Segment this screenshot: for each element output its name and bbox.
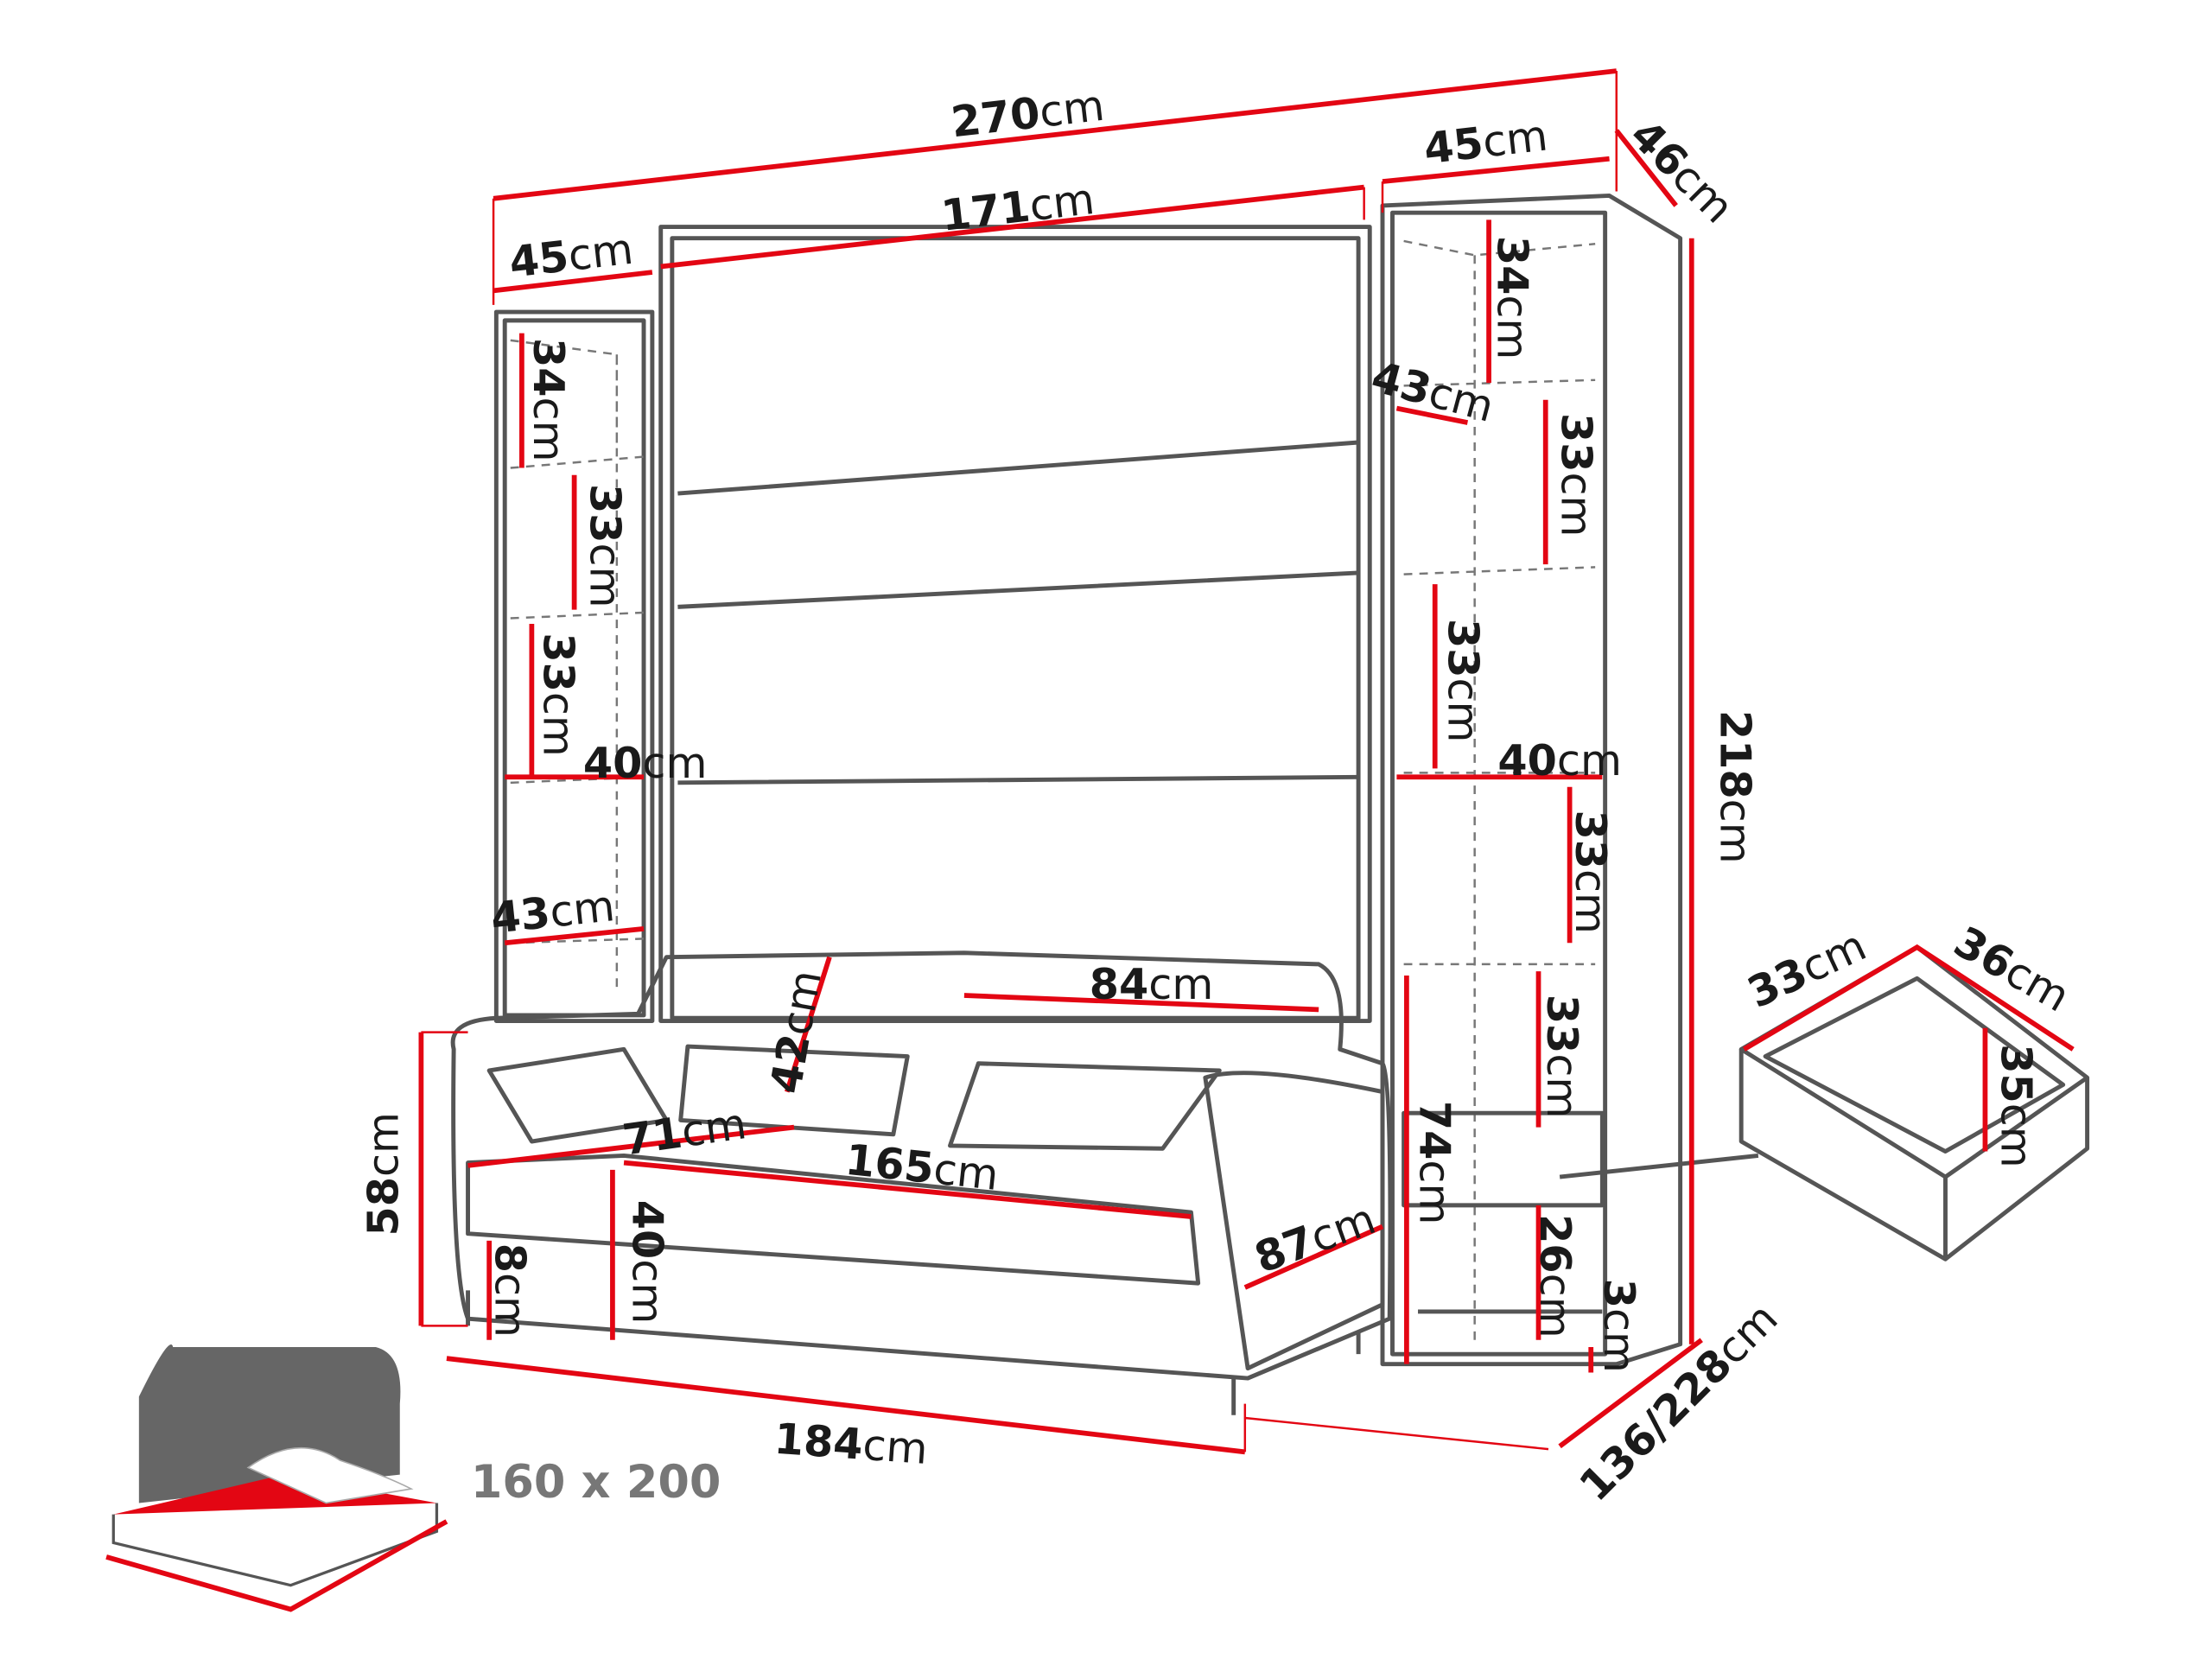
dimension-label-sofa-seat-width: 165cm xyxy=(843,1134,1001,1199)
dimension-label-total-width: 270cm xyxy=(949,79,1107,147)
dimension-value: 34 xyxy=(524,338,574,397)
dimension-value: 33 xyxy=(1538,995,1588,1054)
dimension-value: 33 xyxy=(581,484,631,543)
dimension-label-left-inner-width: 40cm xyxy=(583,738,708,788)
dimension-value: 43 xyxy=(488,887,552,943)
dimension-unit: cm xyxy=(931,1143,1001,1200)
right-cabinet xyxy=(1380,194,1759,1367)
dimension-unit: cm xyxy=(524,397,574,462)
sofa xyxy=(450,950,1393,1415)
dimension-unit: cm xyxy=(1594,1308,1644,1373)
dimension-label-left-shelf-3: 33cm xyxy=(534,632,584,757)
dimension-unit: cm xyxy=(1027,174,1096,231)
dimension-label-right-shelf-3: 33cm xyxy=(1439,619,1489,743)
dimension-value: 218 xyxy=(1711,710,1761,799)
dimension-label-right-cabinet-width: 45cm xyxy=(1421,110,1550,174)
dimension-unit: cm xyxy=(1530,1274,1580,1338)
dimension-label-plinth: 3cm xyxy=(1594,1279,1644,1373)
dimension-value: 84 xyxy=(1090,959,1149,1009)
dimension-unit: cm xyxy=(565,223,635,280)
dimension-label-bed-width: 171cm xyxy=(938,174,1096,241)
dimension-label-right-shelf-2: 33cm xyxy=(1552,413,1602,537)
dimension-value: 26 xyxy=(1530,1214,1580,1274)
mattress-size-label: 160 x 200 xyxy=(471,1456,721,1509)
dimension-unit: cm xyxy=(1711,799,1761,864)
dimension-unit: cm xyxy=(1148,959,1213,1009)
dimension-label-right-bottom-shelf: 26cm xyxy=(1530,1214,1580,1338)
dimension-value: 171 xyxy=(938,181,1033,240)
dimension-value: 71 xyxy=(620,1107,685,1165)
dimension-label-left-cabinet-width: 45cm xyxy=(506,223,635,287)
dimension-unit: cm xyxy=(623,1259,673,1324)
dimension-value: 33 xyxy=(1566,810,1616,869)
dimension-value: 35 xyxy=(1992,1044,2042,1103)
dimension-label-left-inner-depth: 43cm xyxy=(488,880,617,944)
dimension-unit: cm xyxy=(1037,79,1107,137)
dimension-value: 33 xyxy=(1439,619,1489,678)
dimension-unit: cm xyxy=(770,966,830,1039)
dimension-value: 34 xyxy=(1488,236,1538,296)
dimension-value: 42 xyxy=(760,1030,819,1097)
dimension-value: 33 xyxy=(534,632,584,692)
dimension-unit: cm xyxy=(1410,1160,1460,1224)
dimension-unit: cm xyxy=(678,1098,749,1157)
dimension-value: 45 xyxy=(1421,117,1486,173)
dimension-unit: cm xyxy=(1566,869,1616,934)
dimension-lines xyxy=(418,68,2075,1455)
dimension-unit: cm xyxy=(1538,1053,1588,1118)
dimension-value: 74 xyxy=(1410,1101,1460,1160)
dimension-value: 40 xyxy=(1497,734,1557,785)
dimension-value: 8 xyxy=(486,1243,536,1273)
dimension-label-sofa-back-height: 42cm xyxy=(760,966,830,1096)
dimension-value: 165 xyxy=(843,1134,937,1192)
dimension-unit: cm xyxy=(1557,734,1622,785)
dimension-label-total-height: 218cm xyxy=(1711,710,1761,864)
mattress-icon xyxy=(105,1344,448,1612)
dimension-label-drawer-width: 33cm xyxy=(1740,919,1874,1017)
dimension-label-sofa-width: 184cm xyxy=(772,1413,929,1473)
dimension-unit: cm xyxy=(1488,295,1538,359)
dimension-unit: cm xyxy=(547,880,617,938)
dimension-unit: cm xyxy=(1480,110,1550,167)
dimension-value: 3 xyxy=(1594,1279,1644,1308)
dimension-label-left-shelf-1: 34cm xyxy=(524,338,574,462)
dimension-label-right-shelf-4: 33cm xyxy=(1566,810,1616,934)
dimension-label-right-shelf-1: 34cm xyxy=(1488,236,1538,360)
dimension-label-drawer-depth: 36cm xyxy=(1946,916,2078,1021)
dimension-label-sofa-cushion-width: 84cm xyxy=(1090,959,1214,1009)
dimension-label-right-inner-width: 40cm xyxy=(1497,734,1622,785)
dimension-unit: cm xyxy=(642,738,707,788)
dimension-value: 33 xyxy=(1552,413,1602,473)
dimension-value: 40 xyxy=(583,738,643,788)
dimension-unit: cm xyxy=(534,692,584,757)
dimension-value: 184 xyxy=(772,1413,865,1469)
dimension-label-sofa-depth: 87cm xyxy=(1248,1193,1382,1283)
dimension-value: 45 xyxy=(506,231,571,287)
dimension-unit: cm xyxy=(358,1112,408,1177)
dimension-label-left-shelf-2: 33cm xyxy=(581,484,631,608)
dimension-label-depth: 46cm xyxy=(1621,109,1744,232)
dimension-value: 270 xyxy=(949,87,1043,147)
wall-bed-panel xyxy=(658,225,1372,1023)
dimension-unit: cm xyxy=(1439,677,1489,742)
dimension-unit: cm xyxy=(1552,472,1602,537)
dimension-label-sofa-seat-height: 40cm xyxy=(623,1200,673,1325)
dimension-unit: cm xyxy=(861,1419,930,1473)
dimension-label-sofa-height: 58cm xyxy=(358,1112,408,1236)
dimension-unit: cm xyxy=(581,543,631,608)
dimension-label-right-lower-height: 74cm xyxy=(1410,1101,1460,1225)
dimension-value: 58 xyxy=(358,1177,408,1236)
dimension-label-right-inner-depth: 43cm xyxy=(1367,351,1500,431)
dimension-label-right-shelf-5: 33cm xyxy=(1538,995,1588,1119)
dimension-unit: cm xyxy=(486,1273,536,1338)
dimension-label-sofa-leg-height: 8cm xyxy=(486,1243,536,1338)
dimension-unit: cm xyxy=(1992,1103,2042,1168)
dimension-value: 40 xyxy=(623,1200,673,1260)
dimension-label-sofa-seat-depth: 71cm xyxy=(620,1098,749,1165)
dimension-label-drawer-height: 35cm xyxy=(1992,1044,2042,1168)
